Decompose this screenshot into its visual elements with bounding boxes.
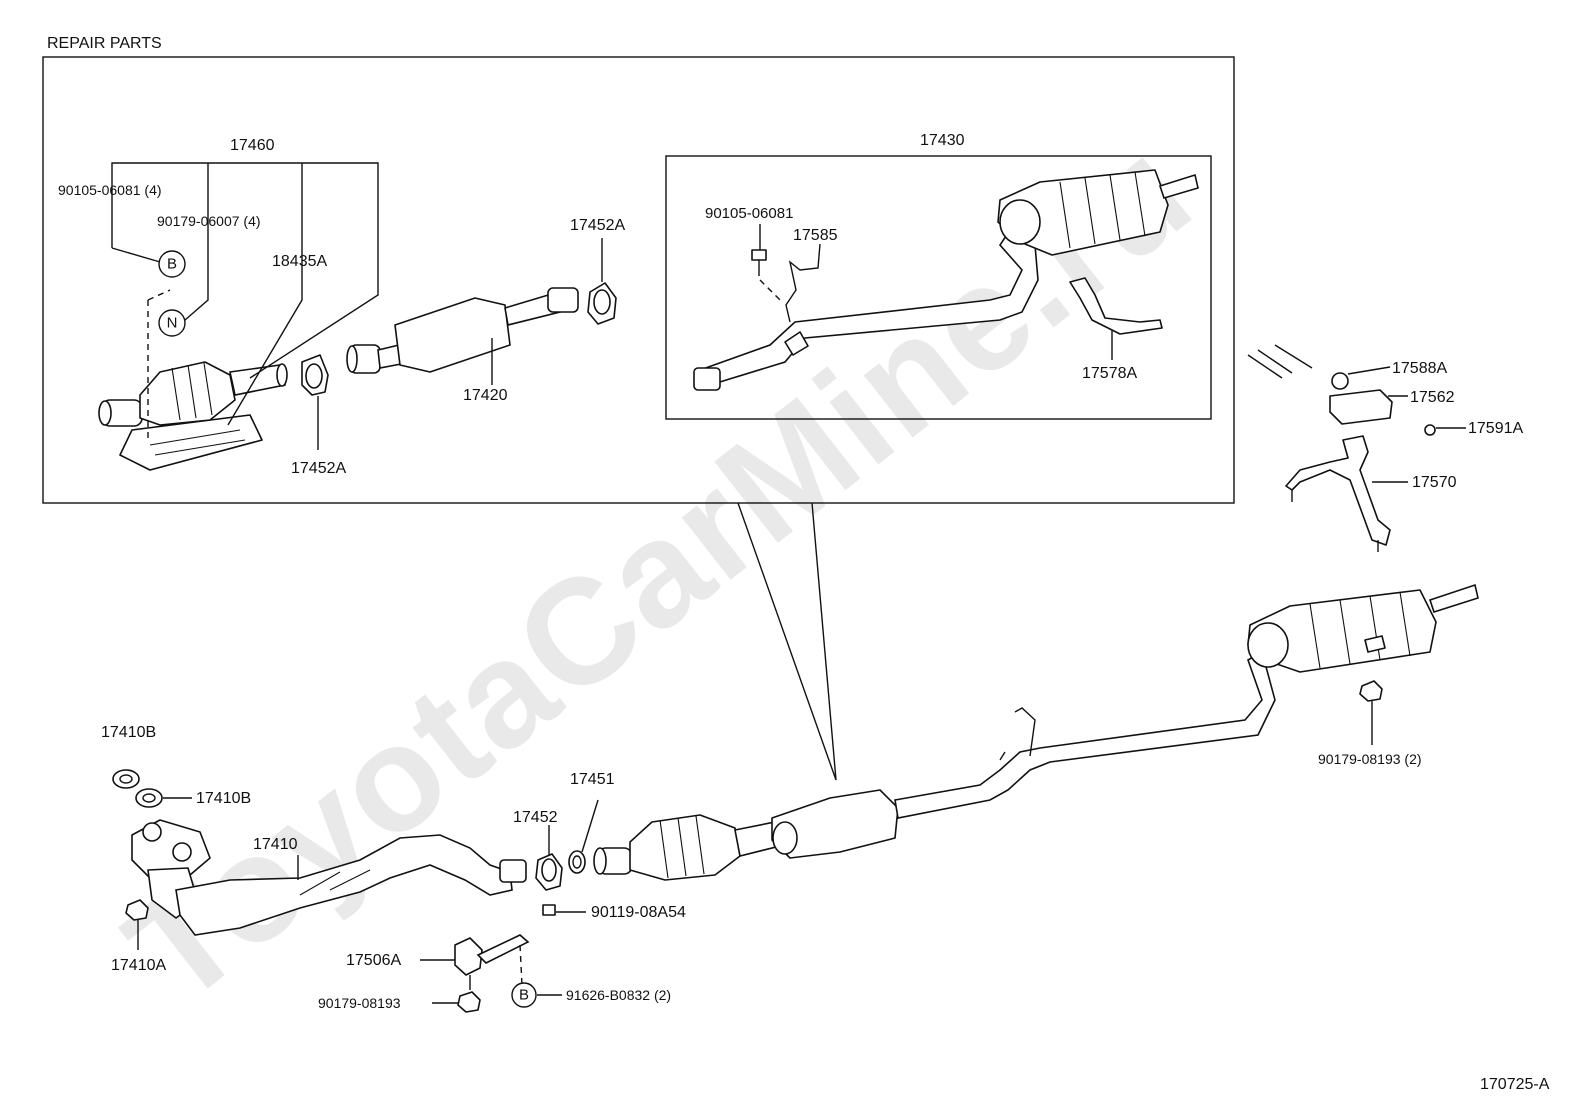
marker-b-top: B: [158, 250, 186, 278]
callout-17452: 17452: [513, 809, 558, 826]
callout-17430: 17430: [920, 132, 965, 149]
repair-parts-box: [42, 56, 1235, 504]
callout-17452A-mid: 17452A: [291, 460, 346, 477]
cushion-17588a: [1331, 372, 1349, 390]
callout-91626-B0832-2: 91626-B0832 (2): [566, 987, 671, 1003]
callout-90119-08A54: 90119-08A54: [591, 904, 686, 921]
bracket-17562: [1329, 389, 1393, 425]
leader-17460: [111, 162, 379, 379]
svg-text:B: B: [519, 987, 529, 1004]
callout-17420: 17420: [463, 387, 508, 404]
callout-90179-08193: 90179-08193: [318, 995, 401, 1011]
marker-n-top: N: [158, 309, 186, 337]
tail-muffler-main-line: [1247, 583, 1479, 673]
tail-muffler-17430: [693, 169, 1199, 391]
nut-90179-08193: [457, 991, 481, 1013]
resonator-pipe-17420: [346, 287, 579, 374]
callout-90105-06081: 90105-06081: [705, 205, 793, 222]
gasket-17410b-upper: [112, 769, 140, 789]
clip-17591a: [1424, 424, 1436, 436]
marker-b-bottom: B: [511, 982, 537, 1008]
callout-17585: 17585: [793, 227, 838, 244]
callout-18435A: 18435A: [272, 253, 327, 270]
callout-17578A: 17578A: [1082, 365, 1137, 382]
callout-17410: 17410: [253, 836, 298, 853]
zoom-pointer-lines: [737, 502, 837, 781]
gasket-clamp-17452a-mid: [301, 354, 329, 396]
callout-17588A: 17588A: [1392, 360, 1447, 377]
callout-90105-06081-4: 90105-06081 (4): [58, 182, 162, 198]
exhaust-manifold-front-pipe-17410: [131, 819, 527, 936]
nut-90179-08193-2: [1359, 680, 1383, 702]
callout-17451: 17451: [570, 771, 615, 788]
repair-parts-heading: REPAIR PARTS: [47, 35, 162, 52]
bolt-90105-06081: [751, 249, 767, 276]
o2-sensor-wire-17585: [785, 243, 821, 323]
callout-17460: 17460: [230, 137, 275, 154]
svg-text:B: B: [167, 256, 177, 273]
converter-main-line: [593, 814, 781, 881]
hanger-bracket-17578a: [1069, 277, 1163, 335]
callout-17562: 17562: [1410, 389, 1455, 406]
nut-17410a: [125, 899, 149, 921]
catalytic-converter-assembly: [98, 361, 288, 471]
callout-17570: 17570: [1412, 474, 1457, 491]
callout-90179-06007-4: 90179-06007 (4): [157, 213, 261, 229]
clamp-17452: [535, 853, 563, 916]
gasket-17451: [568, 850, 586, 874]
gasket-17410b-lower: [135, 788, 163, 808]
callout-17591A: 17591A: [1468, 420, 1523, 437]
callout-90179-08193-2: 90179-08193 (2): [1318, 751, 1422, 767]
hanger-17506a: [454, 934, 530, 990]
diagram-id: 170725-A: [1480, 1076, 1550, 1093]
gasket-clamp-17452a-top: [587, 282, 617, 325]
muffler-sub-box: [665, 155, 1212, 420]
hanger-17570: [1285, 435, 1391, 552]
center-resonator-main-line: [771, 650, 1276, 859]
callout-17506A: 17506A: [346, 952, 401, 969]
callout-17410A: 17410A: [111, 957, 166, 974]
callout-17410B-a: 17410B: [101, 724, 156, 741]
svg-text:N: N: [167, 315, 178, 332]
callout-17410B-b: 17410B: [196, 790, 251, 807]
o2-sensor-wire-main: [999, 707, 1036, 761]
callout-17452A-top: 17452A: [570, 217, 625, 234]
heat-insulator-strips: [1247, 344, 1313, 379]
